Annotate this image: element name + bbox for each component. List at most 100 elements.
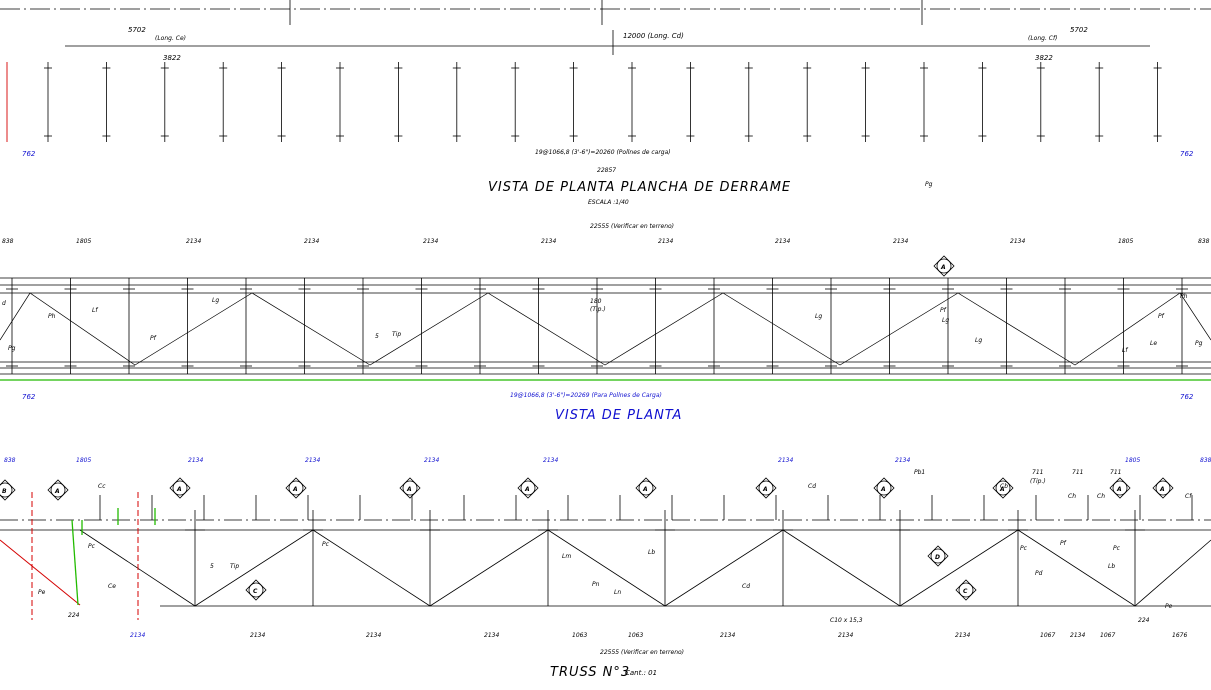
plan-view-frame xyxy=(0,277,1211,375)
section-marker-letter: A xyxy=(406,486,412,493)
truss-top-dim: 2134 xyxy=(424,457,439,464)
plan-member-label: Pg xyxy=(1195,340,1203,347)
truss-bottom-dim: 1067 xyxy=(1100,632,1115,639)
section-marker-letter: A xyxy=(999,486,1005,493)
plan-dim-label: 2134 xyxy=(775,238,790,245)
section-marker-c: C xyxy=(245,579,267,601)
section-marker-a: A xyxy=(992,477,1014,499)
truss-member-label: Tip xyxy=(230,563,239,570)
truss-member-label: Cc xyxy=(98,483,106,490)
truss-top-dim: 1805 xyxy=(76,457,91,464)
plan-dim-label: 838 xyxy=(2,238,14,245)
truss-member-label: Lm xyxy=(562,553,571,560)
plan-member-label: Pf xyxy=(150,335,157,342)
plan-member-label: Pf xyxy=(1158,313,1165,320)
plate-total: 22857 xyxy=(597,167,616,174)
section-marker-diamond xyxy=(1152,477,1174,499)
truss-bottom-dim: 2134 xyxy=(484,632,499,639)
truss-title: TRUSS N°3 xyxy=(550,665,630,680)
section-marker-a: A xyxy=(755,477,777,499)
plan-dim-label: 2134 xyxy=(541,238,556,245)
truss-member-label: Pc xyxy=(322,541,330,548)
truss-bottom-dim: 2134 xyxy=(366,632,381,639)
truss-verify-note: 22555 (Verificar en terreno) xyxy=(600,649,684,656)
plan-member-label: Ph xyxy=(48,313,56,320)
plan-member-label: Lg xyxy=(975,337,982,344)
section-marker-a: A xyxy=(873,477,895,499)
plan-member-label: Pf xyxy=(940,307,947,314)
truss-member-label: Pc xyxy=(88,543,96,550)
long-ce-label: (Long. Ce) xyxy=(155,35,186,42)
truss-top-dim: 2134 xyxy=(543,457,558,464)
section-marker-diamond xyxy=(0,479,16,501)
dim-711-c: 711 xyxy=(1110,469,1121,476)
plate-joists xyxy=(44,62,1162,142)
section-marker-a: A xyxy=(1152,477,1174,499)
section-marker-circle xyxy=(172,480,188,496)
plate-dim-762-right: 762 xyxy=(1180,150,1194,158)
section-marker-diamond xyxy=(933,255,955,277)
section-marker-letter: C xyxy=(963,588,968,595)
section-marker-diamond xyxy=(245,579,267,601)
section-marker-letter: C xyxy=(253,588,258,595)
dim-12000: 12000 (Long. Cd) xyxy=(623,32,684,40)
truss-member-label: Lb xyxy=(648,549,655,556)
plan-member-label: Lg xyxy=(942,317,949,324)
section-marker-circle xyxy=(930,548,946,564)
truss-member-label: Pc xyxy=(1113,545,1121,552)
section-marker-circle xyxy=(758,480,774,496)
plan-member-label: Lf xyxy=(1122,347,1128,354)
section-marker-c: C xyxy=(955,579,977,601)
truss-member-label: Cb xyxy=(1000,483,1008,490)
plan-member-label: 5 xyxy=(375,333,379,340)
section-marker-letter: A xyxy=(54,488,60,495)
section-marker-diamond xyxy=(927,545,949,567)
section-marker-circle xyxy=(0,482,13,498)
section-marker-circle xyxy=(995,480,1011,496)
section-marker-a: A xyxy=(285,477,307,499)
section-marker-a: A xyxy=(635,477,657,499)
plan-member-label: Le xyxy=(1150,340,1157,347)
section-marker-letter: B xyxy=(2,488,7,495)
truss-bottom-dim: 2134 xyxy=(250,632,265,639)
section-marker-diamond xyxy=(873,477,895,499)
truss-member-label: Cf xyxy=(1185,493,1192,500)
plan-dim-label: 1805 xyxy=(76,238,91,245)
plate-dim-762-left: 762 xyxy=(22,150,36,158)
plan-plate-scale: ESCALA :1/40 xyxy=(588,199,629,206)
plan-view-title: VISTA DE PLANTA xyxy=(555,408,682,423)
plan-dim-label: 838 xyxy=(1198,238,1210,245)
truss-bottom-dim: 2134 xyxy=(955,632,970,639)
plan-dim-762-right: 762 xyxy=(1180,393,1194,401)
plan-dim-180: 180 xyxy=(590,298,602,305)
plan-dim-label: 1805 xyxy=(1118,238,1133,245)
truss-member-label: Pf xyxy=(1060,540,1067,547)
plan-dim-label: 2134 xyxy=(1010,238,1025,245)
plan-dim-762-left: 762 xyxy=(22,393,36,401)
truss-color-lines xyxy=(0,492,156,620)
section-marker-letter: A xyxy=(1116,486,1122,493)
section-marker-letter: A xyxy=(1159,486,1165,493)
truss-bottom-dim: 1067 xyxy=(1040,632,1055,639)
plan-member-label: Pg xyxy=(8,345,16,352)
section-marker-a: A xyxy=(399,477,421,499)
section-marker-d: D xyxy=(927,545,949,567)
long-cf-label: (Long. Cf) xyxy=(1028,35,1057,42)
truss-bottom-dim: 2134 xyxy=(838,632,853,639)
dim-5702-left: 5702 xyxy=(128,26,146,34)
section-marker-letter: A xyxy=(940,264,946,271)
truss-top-dim: 1805 xyxy=(1125,457,1140,464)
pg-label: Pg xyxy=(925,181,933,188)
plan-verify-note: 22555 (Verificar en terreno) xyxy=(590,223,674,230)
plan-dim-tip: (Tip.) xyxy=(590,306,606,313)
section-c10-label: C10 x 15,3 xyxy=(830,617,863,624)
section-marker-circle xyxy=(936,258,952,274)
truss-top-dim: 2134 xyxy=(305,457,320,464)
dim-3822-left: 3822 xyxy=(163,54,181,62)
section-marker-diamond xyxy=(169,477,191,499)
section-marker-letter: A xyxy=(762,486,768,493)
section-marker-a: A xyxy=(517,477,539,499)
truss-member-label: Pe xyxy=(38,589,46,596)
